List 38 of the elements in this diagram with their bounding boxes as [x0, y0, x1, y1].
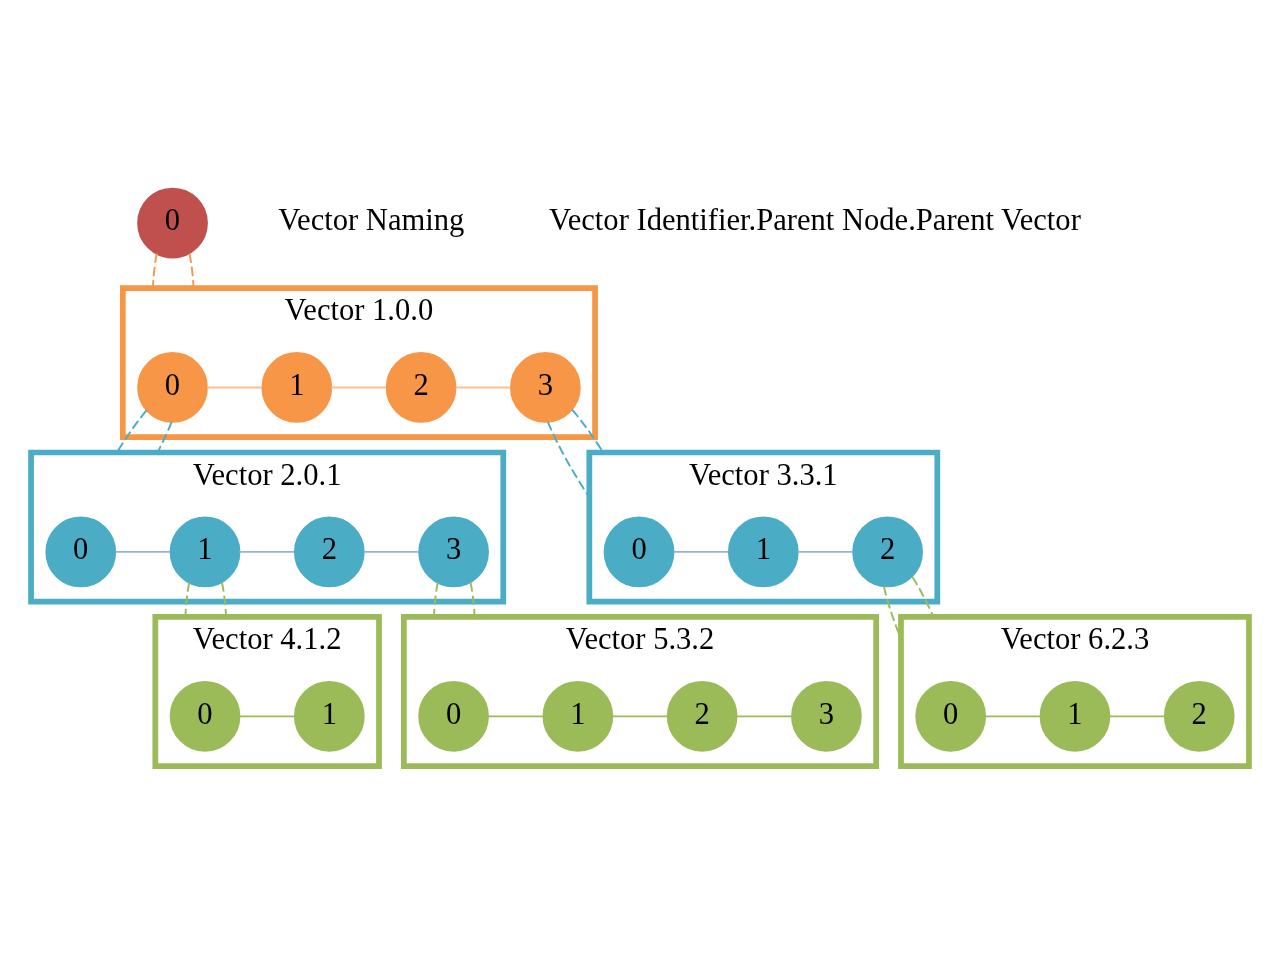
node-circle: 0 [418, 680, 489, 752]
connector [611, 715, 668, 718]
node-circle: 3 [791, 680, 862, 752]
node-circle: 2 [852, 516, 923, 588]
node-circle: 1 [542, 680, 614, 752]
node-circle: 1 [293, 680, 365, 752]
node-circle: 3 [418, 516, 489, 588]
node-circle: 2 [293, 516, 365, 588]
node-circle: 0 [45, 516, 117, 588]
connector [362, 550, 420, 553]
connector [672, 550, 730, 553]
label: Vector Identifier.Parent Node.Parent Vector [549, 203, 1081, 238]
node-circle: 0 [137, 352, 208, 423]
node-circle: 1 [1039, 680, 1111, 752]
node-circle: 3 [510, 352, 581, 423]
node-circle: 2 [1163, 680, 1235, 752]
connector [206, 386, 263, 389]
connector [454, 386, 512, 389]
node-circle: 2 [385, 352, 457, 423]
connector [487, 715, 544, 718]
connector [114, 550, 171, 553]
node-circle: 0 [137, 187, 208, 259]
node-circle: 0 [603, 516, 675, 588]
connector [735, 715, 793, 718]
connector [1108, 715, 1166, 718]
connector [238, 715, 296, 718]
connector [796, 550, 854, 553]
connector [238, 550, 296, 553]
node-circle: 2 [666, 680, 738, 752]
connector [330, 386, 387, 389]
label: Vector Naming [278, 203, 465, 238]
node-circle: 1 [727, 516, 799, 588]
connector [546, 420, 591, 499]
node-circle: 0 [169, 680, 241, 752]
connector [984, 715, 1041, 718]
node-circle: 1 [261, 352, 333, 423]
node-circle: 0 [915, 680, 987, 752]
node-circle: 1 [169, 516, 241, 588]
